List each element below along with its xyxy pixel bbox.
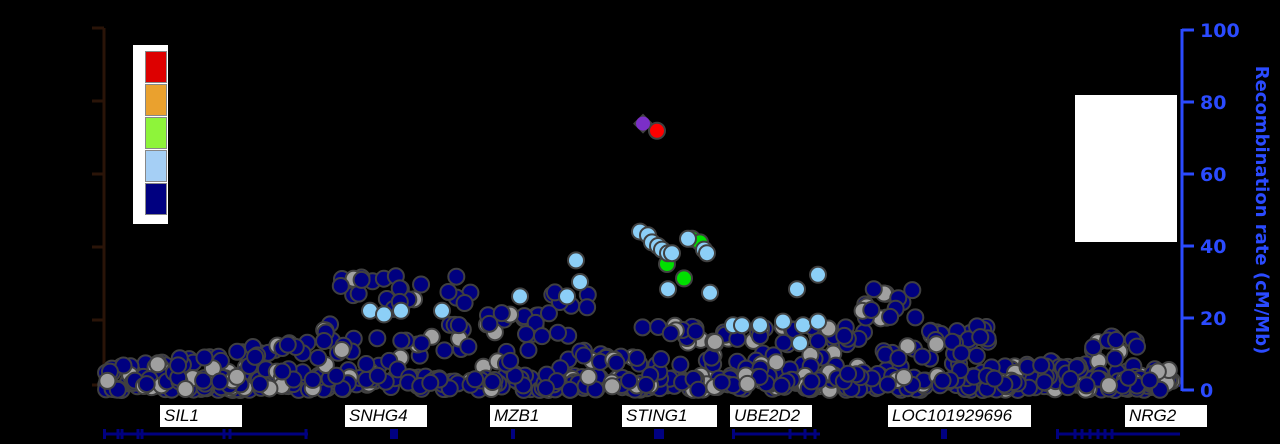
annotation-box: [1075, 95, 1177, 242]
gene-label-box: [622, 405, 717, 427]
snp-point: [433, 301, 451, 320]
snp-point: [663, 244, 681, 263]
left-y-axis: [92, 26, 106, 388]
ld-legend: [133, 45, 168, 224]
gene-label-ube2d2: UBE2D2: [734, 406, 801, 425]
legend-swatch-lightblue: [145, 150, 167, 182]
snp-point: [794, 316, 812, 335]
snp-point: [791, 334, 809, 353]
snp-point: [571, 273, 589, 291]
gene-label-mzb1: MZB1: [494, 406, 540, 425]
snp-point: [733, 316, 751, 335]
snp-point: [788, 280, 806, 299]
gene-label-box: [490, 405, 572, 427]
gene-label-box: [160, 405, 242, 427]
snp-point: [774, 312, 792, 331]
gene-label-loc101929696: LOC101929696: [892, 406, 1013, 425]
snp-point: [392, 301, 410, 320]
legend-swatch-green: [145, 117, 167, 149]
gene-tracks: [103, 429, 1180, 439]
snp-points: [97, 113, 1181, 399]
right-axis-title: Recombination rate (cM/Mb): [1251, 66, 1272, 355]
gene-label-sil1: SIL1: [164, 406, 199, 425]
gene-label-sting1: STING1: [626, 406, 688, 425]
gene-label-box: [730, 405, 812, 427]
right-tick-label: 20: [1200, 308, 1226, 330]
snp-point: [567, 251, 585, 270]
legend-swatch-navy: [145, 183, 167, 215]
snp-point: [809, 265, 827, 284]
right-tick-label: 0: [1200, 380, 1213, 402]
snp-point: [675, 269, 693, 288]
snp-point: [809, 312, 827, 331]
snp-point: [679, 229, 697, 248]
snp-point: [751, 316, 769, 335]
snp-point: [375, 305, 393, 324]
gene-label-box: [888, 405, 1031, 427]
gene-label-box: [1125, 405, 1207, 427]
right-y-axis: 0 20 40 60 80 100: [1180, 20, 1240, 402]
snp-point: [511, 287, 529, 306]
snp-point: [648, 121, 666, 140]
gene-label-snhg4: SNHG4: [349, 406, 408, 425]
snp-point: [558, 287, 576, 306]
snp-point: [698, 244, 716, 263]
legend-swatch-red: [145, 51, 167, 83]
gene-label-nrg2: NRG2: [1129, 406, 1177, 425]
gene-label-box: [345, 405, 427, 427]
right-tick-label: 40: [1200, 236, 1226, 258]
legend-swatch-orange: [145, 84, 167, 116]
right-tick-label: 60: [1200, 164, 1226, 186]
right-tick-label: 100: [1200, 20, 1240, 42]
snp-point: [701, 283, 719, 302]
snp-point: [659, 280, 677, 299]
right-tick-label: 80: [1200, 92, 1226, 114]
